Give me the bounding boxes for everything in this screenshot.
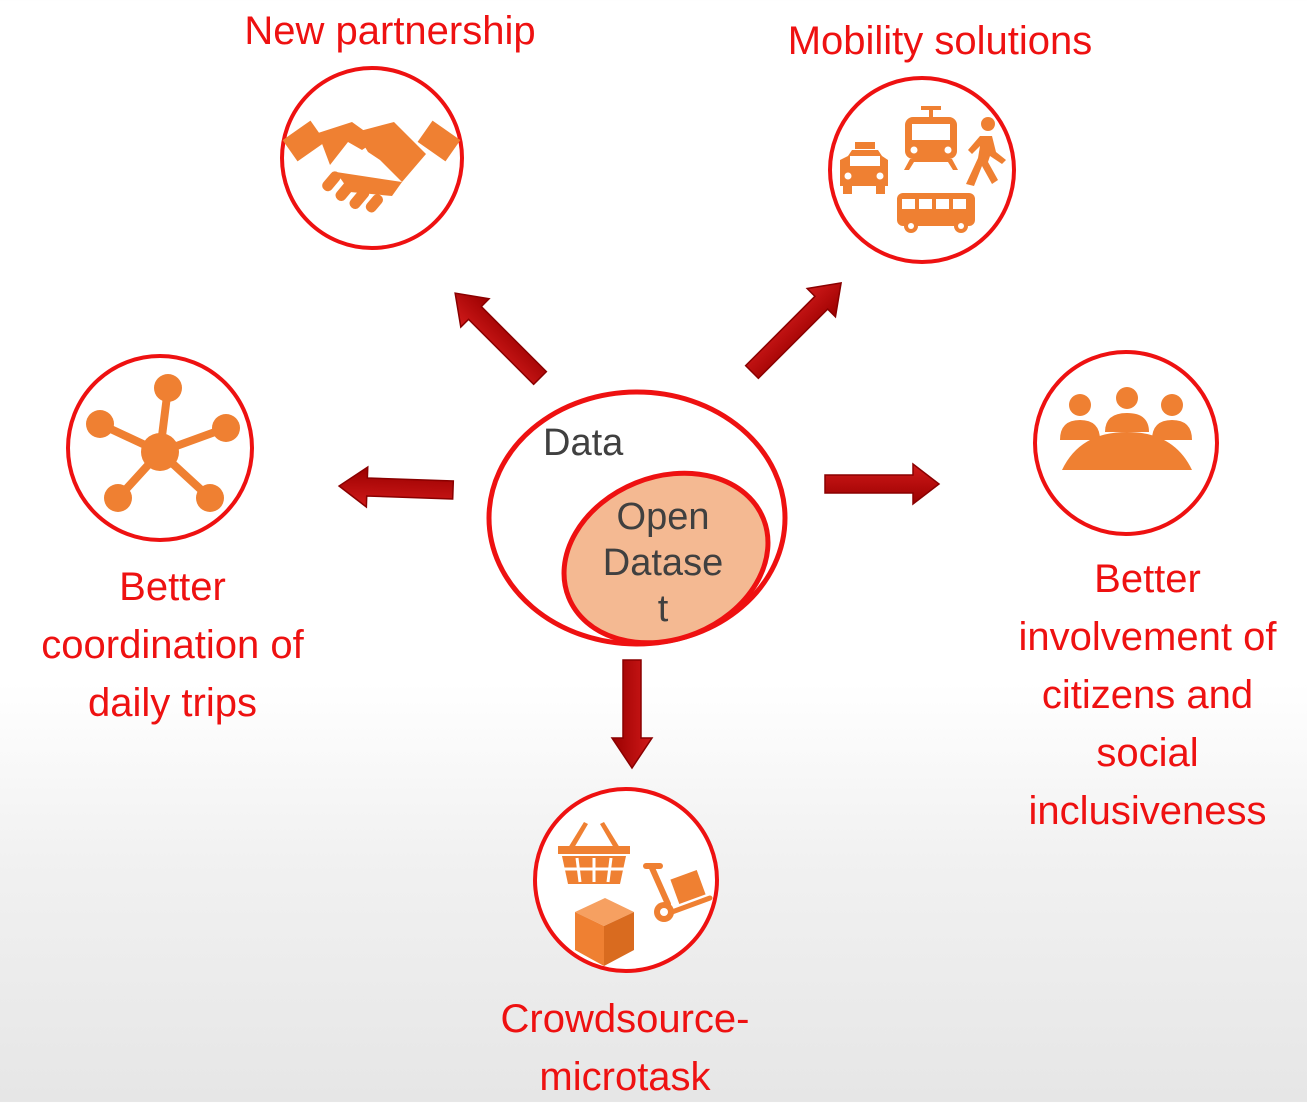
open-dataset-label: Open Datase t: [602, 496, 724, 630]
arrow-to-partnership: [454, 292, 548, 386]
taxi-icon: [840, 142, 888, 194]
partnership-circle: [280, 66, 464, 250]
arrow-to-crowdsource: [610, 659, 654, 770]
meeting-people-icon: [1060, 387, 1192, 470]
hand-truck-icon: [643, 863, 713, 922]
involvement-label: Better involvement of citizens and socia…: [1018, 557, 1277, 833]
tram-icon: [904, 106, 958, 170]
coordination-label: Better coordination of daily trips: [41, 565, 304, 725]
arrow-to-mobility: [744, 281, 843, 380]
package-box-icon: [575, 898, 634, 966]
transport-modes-icon: [840, 106, 1006, 233]
open-dataset-circle: [561, 470, 771, 646]
network-hub-icon: [86, 374, 240, 512]
data-label: Data: [543, 422, 624, 464]
delivery-icon: [558, 822, 713, 966]
partnership-label: New partnership: [244, 9, 536, 53]
arrow-to-involvement: [824, 462, 941, 506]
bus-icon: [897, 193, 975, 233]
mobility-label: Mobility solutions: [787, 19, 1093, 63]
crowdsource-label: Crowdsource- microtask: [500, 997, 750, 1099]
walking-person-icon: [966, 117, 1006, 186]
handshake-icon: [282, 120, 461, 213]
arrow-to-coordination: [337, 465, 455, 509]
